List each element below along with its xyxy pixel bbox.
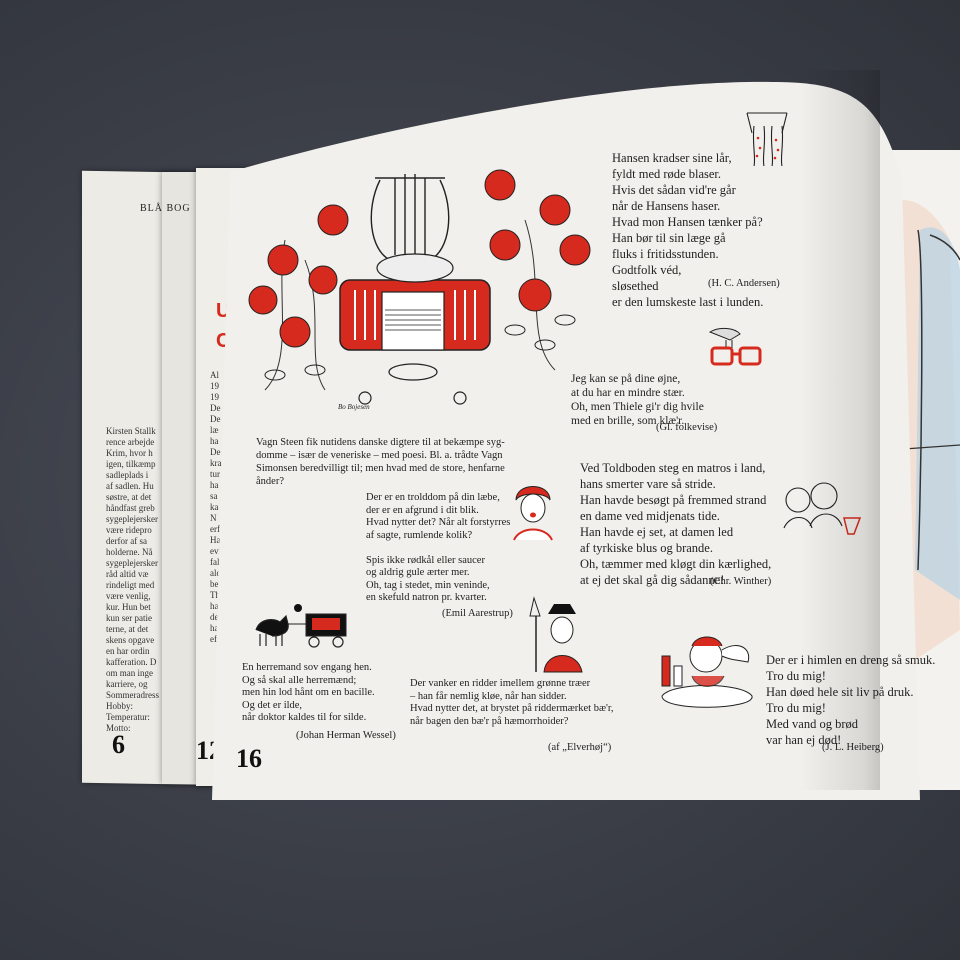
illustrator-signature: Bo Bojesen xyxy=(338,403,370,411)
author-folkevise: (Gl. folkevise) xyxy=(656,422,718,433)
back-page-line: Kirsten Stallk xyxy=(106,426,156,436)
back-page-line: Tho xyxy=(210,590,225,600)
back-page-line: læ xyxy=(210,425,219,435)
back-page-line: skens opgave xyxy=(106,635,155,645)
page-number-6: 6 xyxy=(112,730,125,759)
legs-rash-illustration xyxy=(746,112,788,167)
cherub-illustration xyxy=(661,636,753,708)
author-heiberg: (J. L. Heiberg) xyxy=(822,742,884,753)
sailors-illustration xyxy=(783,482,862,535)
poem-elverhoj: Der vanker en ridder imellem grønne træe… xyxy=(410,678,614,727)
back-page-line: Han xyxy=(210,535,225,545)
back-page-line: karriere, og xyxy=(106,679,148,689)
back-page-line: kur. Hun bet xyxy=(106,602,151,612)
back-page-line: han xyxy=(210,601,223,611)
back-page-line: De xyxy=(210,414,221,424)
author-aarestrup: (Emil Aarestrup) xyxy=(442,608,513,619)
lyre-roses-illustration xyxy=(248,169,591,405)
back-page-line: tur xyxy=(210,469,220,479)
back-page-line: om man inge xyxy=(106,668,153,678)
back-page-line: bev xyxy=(210,579,223,589)
back-page-line: sygeplejersker xyxy=(106,558,158,568)
back-page-line: kafferation. D xyxy=(106,657,157,667)
poem-heiberg: Der er i himlen en dreng så smuk. Tro du… xyxy=(766,653,936,747)
back-page-line: sygeplejersker xyxy=(106,514,158,524)
back-page-line: være venlig, xyxy=(106,591,151,601)
bird-glasses-illustration xyxy=(708,327,762,366)
page-number-12: 12 xyxy=(196,736,218,765)
hearse-illustration xyxy=(255,604,347,648)
back-page-header: BLÅ BOG xyxy=(140,203,191,214)
poem-wessel: En herremand sov engang hen. Og så skal … xyxy=(242,662,375,723)
back-page-line: derfor af sa xyxy=(106,536,147,546)
main-page xyxy=(212,60,920,820)
back-page-line: en har ordin xyxy=(106,646,150,656)
back-page-line: 19 xyxy=(210,392,219,402)
page-number-16: 16 xyxy=(236,744,262,773)
author-andersen: (H. C. Andersen) xyxy=(708,278,780,289)
back-page-line: kun ser patie xyxy=(106,613,152,623)
back-page-line: ka xyxy=(210,502,219,512)
poem-andersen: Hansen kradser sine lår, fyldt med røde … xyxy=(612,151,764,309)
back-page-line: N xyxy=(210,513,217,523)
back-page-line: Motto: xyxy=(106,723,131,733)
back-page-line: være ridepro xyxy=(106,525,152,535)
back-page-line: Hobby: xyxy=(106,701,133,711)
back-page-line: holderne. Nå xyxy=(106,547,153,557)
back-page-line: erfa xyxy=(210,524,224,534)
back-page-line: ha xyxy=(210,480,219,490)
back-page-line: sa xyxy=(210,491,218,501)
back-page-line: rence arbejde xyxy=(106,437,155,447)
back-page-line: sadleplads i xyxy=(106,470,149,480)
back-page-line: Sommeradress xyxy=(106,690,159,700)
author-wessel: (Johan Herman Wessel) xyxy=(296,730,396,741)
poem-winther: Ved Toldboden steg en matros i land, han… xyxy=(580,461,772,587)
poem-folkevise: Jeg kan se på dine øjne, at du har en mi… xyxy=(571,373,704,427)
back-page-line: ald xyxy=(210,568,221,578)
poem-aarestrup: Der er en trolddom på din læbe, der er e… xyxy=(366,492,511,603)
back-page-line: Temperatur: xyxy=(106,712,150,722)
back-page-line: rindeligt med xyxy=(106,580,155,590)
back-page-line: terne, at det xyxy=(106,624,149,634)
back-page-line: Krim, hvor h xyxy=(106,448,153,458)
knight-illustration xyxy=(529,596,583,673)
author-winther: (Chr. Winther) xyxy=(710,576,772,587)
back-page-line: søstre, at det xyxy=(106,492,152,502)
woman-portrait-illustration xyxy=(513,486,553,541)
back-page-line: De xyxy=(210,447,221,457)
back-page-line: De xyxy=(210,403,221,413)
author-elverhoj: (af „Elverhøj“) xyxy=(548,742,612,753)
intro-paragraph: Vagn Steen fik nutidens danske digtere t… xyxy=(256,437,505,487)
back-page-line: råd altid væ xyxy=(106,569,149,579)
back-page-line: evig xyxy=(210,546,226,556)
back-page-line: igen, tilkæmp xyxy=(106,459,156,469)
back-page-line: af sadlen. Hu xyxy=(106,481,154,491)
back-page-line: ha xyxy=(210,436,219,446)
back-page-line: håndfast greb xyxy=(106,503,155,513)
back-page-line: 19 xyxy=(210,381,219,391)
back-page-line: han xyxy=(210,623,223,633)
back-page-line: Al xyxy=(210,370,219,380)
back-page-line: fald xyxy=(210,557,224,567)
back-page-line: kra xyxy=(210,458,222,468)
